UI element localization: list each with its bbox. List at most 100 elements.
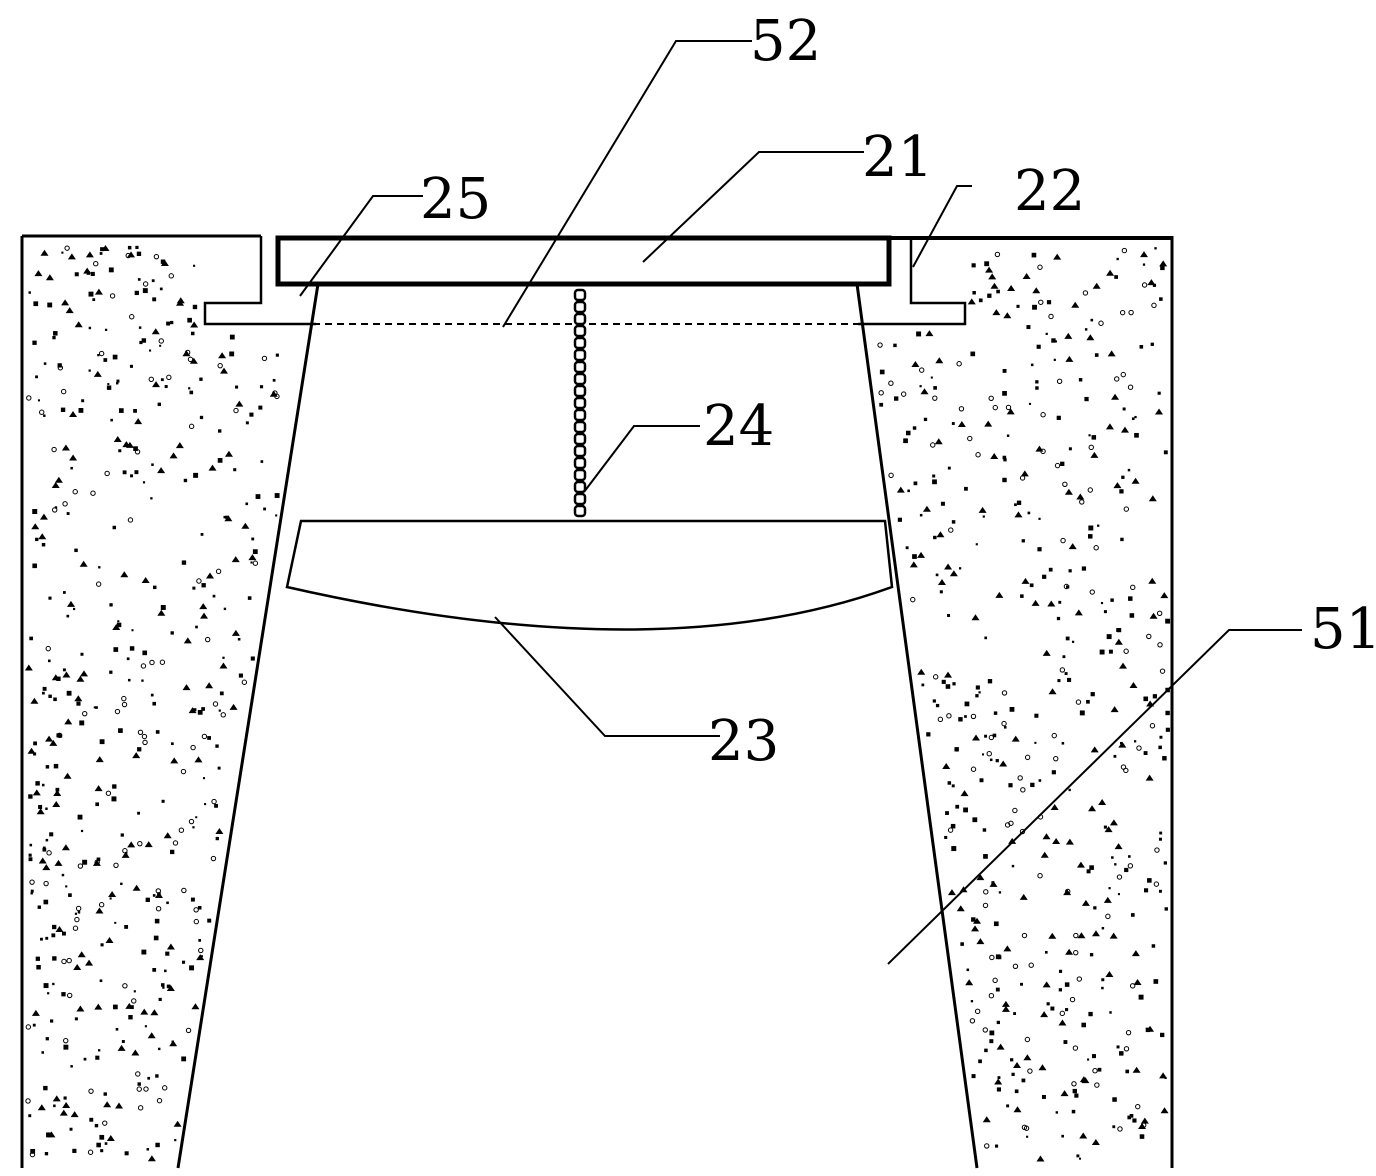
concrete-dot: [919, 385, 922, 388]
concrete-dot: [152, 297, 157, 302]
concrete-aggregate: [944, 671, 953, 678]
concrete-dot: [1111, 856, 1114, 859]
concrete-dot: [935, 703, 940, 708]
concrete-void: [77, 863, 84, 869]
concrete-dot: [912, 426, 917, 430]
concrete-aggregate: [79, 560, 88, 567]
concrete-aggregate: [1118, 741, 1127, 748]
concrete-aggregate: [1019, 893, 1028, 900]
concrete-aggregate: [1077, 932, 1086, 939]
concrete-dot: [879, 369, 885, 375]
concrete-aggregate: [157, 467, 166, 474]
concrete-dot: [43, 1085, 48, 1091]
chain-link: [573, 396, 587, 410]
concrete-void: [212, 701, 219, 707]
concrete-dot: [33, 301, 39, 307]
concrete-dot: [958, 567, 962, 570]
concrete-dot: [1119, 741, 1123, 745]
concrete-void: [198, 947, 204, 954]
concrete-void: [1023, 1125, 1030, 1131]
concrete-void: [45, 645, 51, 652]
concrete-dot: [144, 1025, 147, 1028]
concrete-dot: [154, 918, 160, 924]
concrete-dot: [998, 891, 1002, 894]
concrete-dot: [1147, 878, 1152, 883]
concrete-dot: [42, 686, 47, 691]
concrete-dot: [1119, 489, 1124, 494]
concrete-dot: [128, 1015, 133, 1020]
concrete-void: [1040, 412, 1046, 418]
concrete-void: [1012, 963, 1019, 970]
concrete-dot: [1127, 468, 1131, 472]
concrete-dot: [200, 955, 203, 958]
concrete-dot: [1011, 1072, 1015, 1076]
concrete-dot: [151, 279, 155, 283]
concrete-void: [1094, 1082, 1100, 1088]
concrete-void: [185, 1027, 192, 1034]
concrete-aggregate: [976, 938, 985, 945]
concrete-dot: [118, 449, 122, 453]
concrete-aggregate: [113, 436, 122, 443]
concrete-aggregate: [34, 270, 43, 277]
concrete-aggregate: [1001, 1000, 1010, 1007]
concrete-dot: [138, 326, 142, 329]
concrete-void: [988, 395, 994, 401]
concrete-aggregate: [73, 964, 82, 971]
concrete-aggregate: [1038, 1064, 1047, 1071]
concrete-aggregate: [61, 844, 70, 851]
concrete-void: [958, 406, 965, 412]
concrete-dot: [229, 351, 235, 357]
concrete-void: [1008, 820, 1014, 826]
concrete-dot: [49, 832, 54, 837]
concrete-dot: [1064, 982, 1070, 987]
concrete-aggregate: [1048, 688, 1057, 695]
concrete-dot: [1057, 679, 1061, 683]
concrete-dot: [65, 885, 68, 888]
concrete-void: [105, 790, 112, 796]
concrete-aggregate: [94, 1003, 103, 1010]
concrete-aggregate: [76, 675, 85, 682]
concrete-dot: [1151, 944, 1156, 948]
concrete-void: [1059, 667, 1066, 673]
concrete-dot: [1109, 1011, 1112, 1014]
concrete-dot: [947, 781, 952, 785]
concrete-dot: [894, 396, 899, 401]
concrete-void: [1024, 1036, 1031, 1043]
concrete-dot: [1154, 247, 1157, 250]
concrete-aggregate: [63, 772, 72, 779]
concrete-aggregate: [38, 533, 47, 540]
concrete-dot: [1079, 710, 1085, 716]
concrete-dot: [166, 321, 171, 326]
concrete-void: [988, 993, 995, 999]
concrete-aggregate: [1052, 838, 1061, 845]
concrete-dot: [978, 1059, 982, 1064]
concrete-dot: [86, 271, 91, 275]
concrete-void: [193, 918, 200, 925]
concrete-void: [1128, 309, 1134, 316]
concrete-dot: [1051, 770, 1056, 775]
concrete-dot: [1068, 569, 1072, 573]
concrete-dot: [1129, 613, 1135, 618]
concrete-dot: [29, 636, 33, 641]
concrete-dot: [207, 736, 211, 740]
concrete-void: [878, 390, 884, 396]
concrete-dot: [35, 537, 39, 542]
concrete-dot: [109, 670, 113, 674]
concrete-void: [204, 636, 211, 643]
concrete-aggregate: [27, 747, 36, 754]
concrete-dot: [197, 905, 202, 910]
concrete-dot: [121, 1040, 125, 1043]
concrete-aggregate: [121, 851, 130, 858]
concrete-dot: [99, 1134, 105, 1140]
concrete-dot: [76, 701, 81, 706]
concrete-dot: [1129, 1114, 1134, 1118]
concrete-dot: [43, 899, 49, 905]
concrete-aggregate: [990, 452, 999, 459]
shaft-walls: [176, 283, 979, 1169]
concrete-dot: [978, 298, 983, 303]
chain: [573, 288, 587, 518]
concrete-aggregate: [1042, 833, 1051, 840]
concrete-dot: [46, 1132, 51, 1138]
concrete-dot: [108, 267, 114, 273]
concrete-void: [261, 355, 268, 362]
